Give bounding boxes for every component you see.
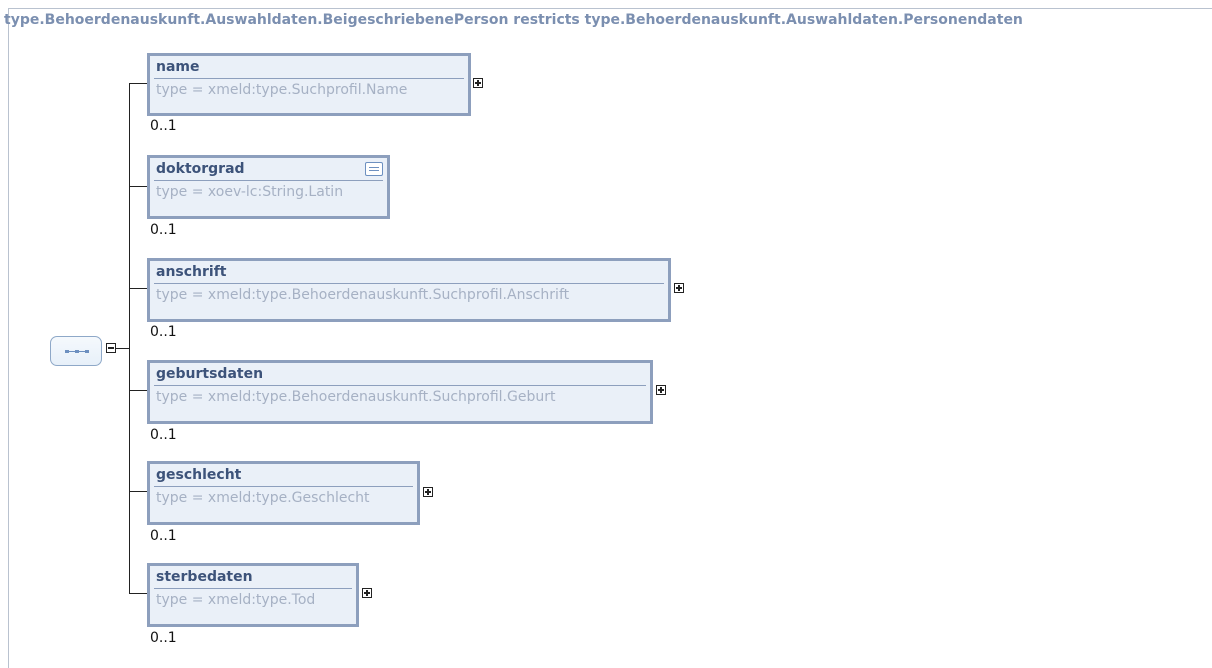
element-name: sterbedaten: [156, 569, 253, 585]
element-node-sterbedaten[interactable]: sterbedaten type = xmeld:type.Tod: [147, 563, 359, 627]
cardinality-label: 0..1: [150, 118, 177, 134]
connector-branch: [129, 83, 148, 84]
connector-branch: [129, 288, 148, 289]
element-name: doktorgrad: [156, 161, 245, 177]
diagram-frame: [8, 8, 1212, 668]
connector-branch: [129, 390, 148, 391]
expand-icon[interactable]: [473, 78, 483, 88]
connector-trunk: [129, 83, 130, 594]
element-name: geschlecht: [156, 467, 242, 483]
expand-icon[interactable]: [362, 588, 372, 598]
element-type: type = xoev-lc:String.Latin: [156, 184, 344, 200]
element-node-geschlecht[interactable]: geschlecht type = xmeld:type.Geschlecht: [147, 461, 420, 525]
cardinality-label: 0..1: [150, 222, 177, 238]
element-type: type = xmeld:type.Behoerdenauskunft.Such…: [156, 389, 556, 405]
element-node-geburtsdaten[interactable]: geburtsdaten type = xmeld:type.Behoerden…: [147, 360, 653, 424]
element-name: name: [156, 59, 200, 75]
cardinality-label: 0..1: [150, 630, 177, 646]
element-node-name[interactable]: name type = xmeld:type.Suchprofil.Name: [147, 53, 471, 116]
connector-branch: [129, 186, 148, 187]
element-name: geburtsdaten: [156, 366, 264, 382]
collapse-icon[interactable]: [106, 343, 116, 353]
cardinality-label: 0..1: [150, 528, 177, 544]
element-node-anschrift[interactable]: anschrift type = xmeld:type.Behoerdenaus…: [147, 258, 671, 322]
node-divider: [154, 588, 352, 589]
element-name: anschrift: [156, 264, 227, 280]
node-divider: [154, 283, 664, 284]
connector-branch: [129, 491, 148, 492]
expand-icon[interactable]: [656, 385, 666, 395]
expand-icon[interactable]: [674, 283, 684, 293]
cardinality-label: 0..1: [150, 427, 177, 443]
expand-icon[interactable]: [423, 487, 433, 497]
diagram-title: type.Behoerdenauskunft.Auswahldaten.Beig…: [4, 12, 1023, 28]
node-divider: [154, 385, 646, 386]
sequence-icon: [65, 350, 89, 353]
element-type: type = xmeld:type.Tod: [156, 592, 316, 608]
node-divider: [154, 180, 383, 181]
documentation-icon[interactable]: [365, 162, 383, 176]
element-type: type = xmeld:type.Geschlecht: [156, 490, 370, 506]
connector-branch: [129, 593, 148, 594]
element-node-doktorgrad[interactable]: doktorgrad type = xoev-lc:String.Latin: [147, 155, 390, 219]
sequence-compositor[interactable]: [50, 336, 102, 366]
node-divider: [154, 78, 464, 79]
element-type: type = xmeld:type.Suchprofil.Name: [156, 82, 408, 98]
cardinality-label: 0..1: [150, 324, 177, 340]
element-type: type = xmeld:type.Behoerdenauskunft.Such…: [156, 287, 570, 303]
node-divider: [154, 486, 413, 487]
connector-stub: [116, 348, 130, 349]
